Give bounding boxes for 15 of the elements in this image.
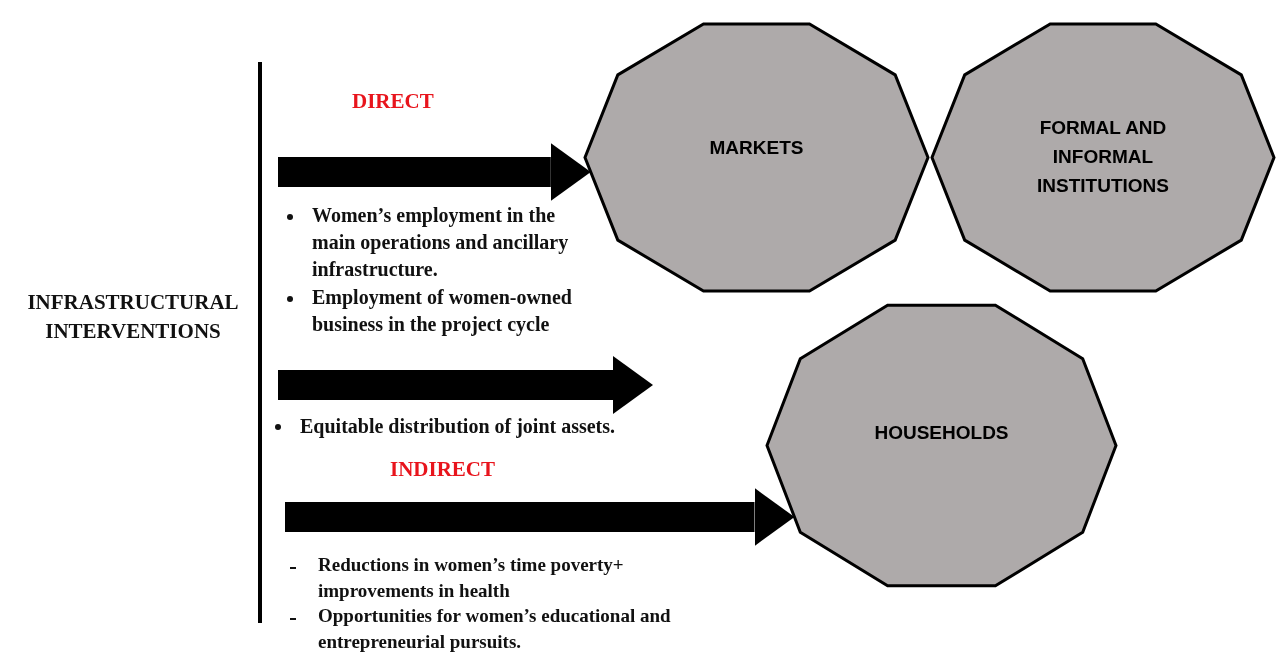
node-label: MARKETS — [708, 136, 805, 160]
list-text: Reductions in women’s time poverty+ improvements in health — [318, 553, 625, 603]
heading-text: INFRASTRUCTURAL INTERVENTIONS — [8, 288, 258, 346]
node-label: FORMAL AND INFORMAL INSTITUTIONS — [1036, 116, 1170, 198]
bullet-text: Employment of women-owned business in the project cycle — [312, 285, 572, 338]
node-label: HOUSEHOLDS — [873, 421, 1010, 445]
block-arrow — [278, 356, 653, 414]
block-arrow — [285, 488, 795, 546]
bullet-text: Equitable distribution of joint assets. — [300, 414, 617, 440]
section-heading: INDIRECT — [390, 456, 497, 482]
list-text: Opportunities for women’s educational and entrepreneurial pursuits. — [318, 604, 672, 654]
bullet-text: Women’s employment in the main operations and ancillary infrastructure. — [312, 203, 570, 282]
section-heading: DIRECT — [352, 88, 435, 114]
vertical-bar — [258, 62, 262, 623]
block-arrow — [278, 143, 591, 201]
